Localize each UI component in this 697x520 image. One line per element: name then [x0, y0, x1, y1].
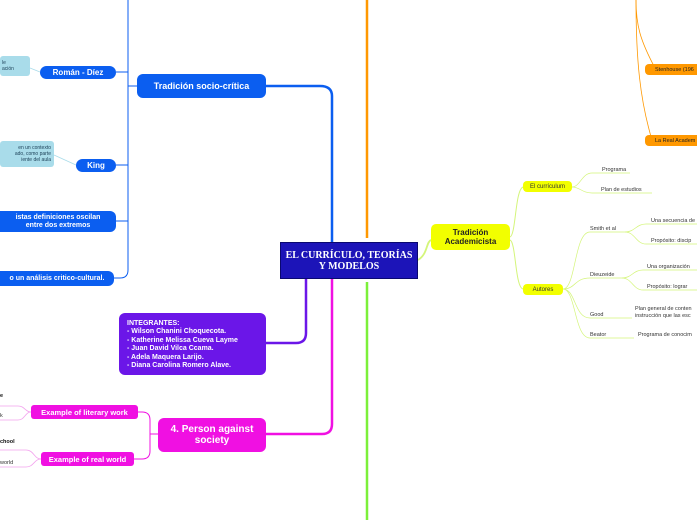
dieuzeide-sub-2: Propósito: lograr — [647, 284, 688, 290]
definiciones-line-1: istas definiciones oscilan — [15, 213, 101, 221]
autores-node[interactable]: Autores — [523, 284, 563, 295]
definiciones-node[interactable]: istas definiciones oscilan entre dos ext… — [0, 211, 116, 232]
integrante-4: - Adela Maquera Larijo. — [127, 353, 204, 361]
autores-label: Autores — [532, 286, 554, 293]
real-leaf-1: chool — [0, 439, 15, 445]
central-topic[interactable]: EL CURRÍCULO, TEORÍAS Y MODELOS — [280, 242, 418, 279]
real-leaf-2: world — [0, 460, 14, 466]
academicista-node[interactable]: Tradición Academicista — [431, 224, 510, 250]
la-real-label: La Real Academ — [655, 137, 696, 144]
dieuzeide-label: Dieuzeide — [590, 272, 615, 278]
real-world-node[interactable]: Example of real world — [41, 452, 134, 466]
good-sub-1: Plan general de conten — [635, 306, 692, 312]
central-topic-label: EL CURRÍCULO, TEORÍAS Y MODELOS — [285, 249, 413, 272]
king-note[interactable]: en un contexto ado, como parte iente del… — [0, 141, 54, 167]
plan-estudios-label: Plan de estudios — [601, 187, 642, 193]
smith-sub-2: Propósito: discip — [651, 238, 692, 244]
integrante-1: - Wilson Chanini Choquecota. — [127, 328, 227, 336]
integrante-3: - Juan David Vilca Ccama. — [127, 345, 214, 353]
beator-label: Beator — [590, 332, 607, 338]
roman-diez-label: Román - Díez — [52, 68, 104, 77]
person-society-label: 4. Person against society — [170, 424, 254, 446]
programa-label: Programa — [602, 167, 627, 173]
roman-diez-note-line-2: ación — [2, 66, 14, 72]
curriculum-label: El currículum — [529, 183, 565, 190]
good-label: Good — [590, 312, 604, 318]
curriculum-node[interactable]: El currículum — [523, 181, 572, 192]
socio-critica-label: Tradición socio-crítica — [153, 81, 250, 91]
beator-sub-1: Programa de conocim — [638, 332, 692, 338]
roman-diez-node[interactable]: Román - Díez — [40, 66, 116, 79]
literary-leaf-2: k — [0, 413, 3, 419]
literary-work-label: Example of literary work — [41, 407, 128, 417]
king-node[interactable]: King — [76, 159, 116, 172]
integrante-5: - Diana Carolina Romero Alave. — [127, 362, 231, 370]
king-note-line-3: iente del aula — [21, 157, 51, 163]
stenhouse-label: Stenhouse (196 — [655, 66, 694, 73]
king-note-line-2: ado, como parte — [14, 151, 51, 157]
integrantes-node[interactable]: INTEGRANTES: - Wilson Chanini Choquecota… — [119, 313, 266, 375]
integrantes-heading: INTEGRANTES: — [127, 320, 180, 327]
smith-label: Smith et al — [590, 226, 616, 232]
integrante-2: - Katherine Melissa Cueva Layme — [127, 336, 238, 344]
dieuzeide-sub-1: Una organización — [647, 264, 690, 270]
smith-sub-1: Una secuencia de — [651, 218, 696, 224]
king-note-line-1: en un contexto — [18, 145, 51, 151]
real-world-label: Example of real world — [48, 454, 127, 464]
good-sub-2: instrucción que las esc — [635, 313, 691, 319]
king-label: King — [87, 161, 105, 170]
roman-diez-note-line-1: le — [2, 60, 6, 66]
academicista-label: Tradición Academicista — [444, 228, 497, 246]
person-society-node[interactable]: 4. Person against society — [158, 418, 266, 452]
roman-diez-note[interactable]: le ación — [0, 56, 30, 76]
literary-leaf-1: e — [0, 393, 4, 399]
socio-critica-node[interactable]: Tradición socio-crítica — [137, 74, 266, 98]
stenhouse-node[interactable]: Stenhouse (196 — [645, 64, 697, 75]
analisis-label: o un análisis critico-cultural. — [9, 275, 105, 282]
definiciones-line-2: entre dos extremos — [25, 221, 91, 229]
analisis-node[interactable]: o un análisis critico-cultural. — [0, 271, 114, 286]
la-real-node[interactable]: La Real Academ — [645, 135, 697, 146]
literary-work-node[interactable]: Example of literary work — [31, 405, 138, 419]
